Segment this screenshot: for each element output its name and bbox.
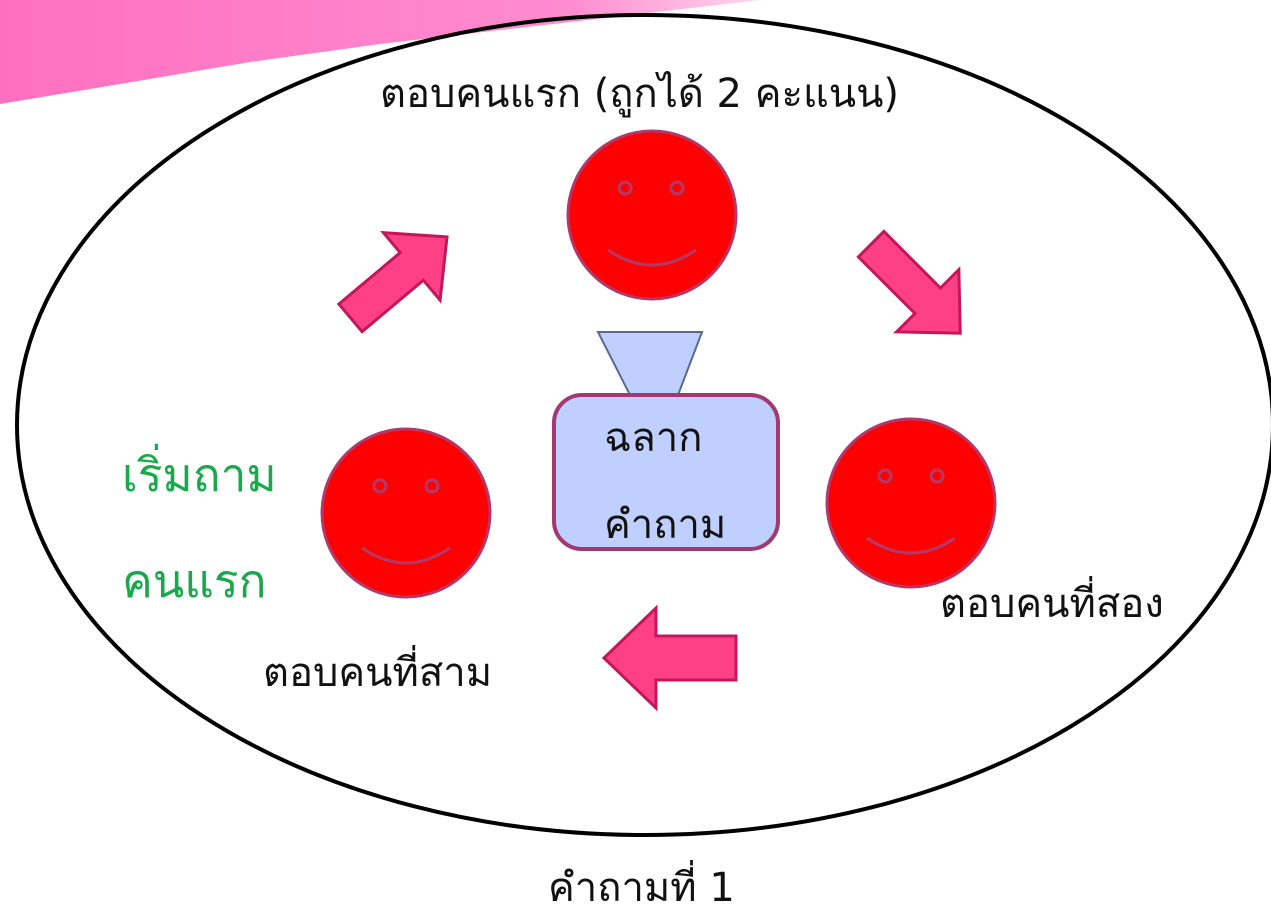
- arrow-left: [601, 604, 738, 712]
- third-answerer-label: ตอบคนที่สาม: [263, 650, 493, 696]
- lottery-box: [552, 331, 780, 551]
- face-top: [566, 129, 738, 301]
- start-label-line2: คนแรก: [122, 554, 267, 608]
- diagram-caption: คำถามที่ 1: [548, 865, 735, 911]
- start-label-line1: เริ่มถาม: [122, 448, 277, 502]
- arrow-up-right: [336, 230, 449, 334]
- box-label-line2: คำถาม: [604, 502, 727, 548]
- arrow-down-right: [856, 229, 962, 335]
- group-ellipse: [15, 13, 1271, 837]
- box-label-line1: ฉลาก: [604, 415, 703, 461]
- face-right: [825, 417, 997, 589]
- first-answerer-label: ตอบคนแรก (ถูกได้ 2 คะแนน): [380, 71, 900, 117]
- decorative-banner: [0, 0, 760, 104]
- face-left: [320, 427, 492, 599]
- second-answerer-label: ตอบคนที่สอง: [940, 581, 1164, 627]
